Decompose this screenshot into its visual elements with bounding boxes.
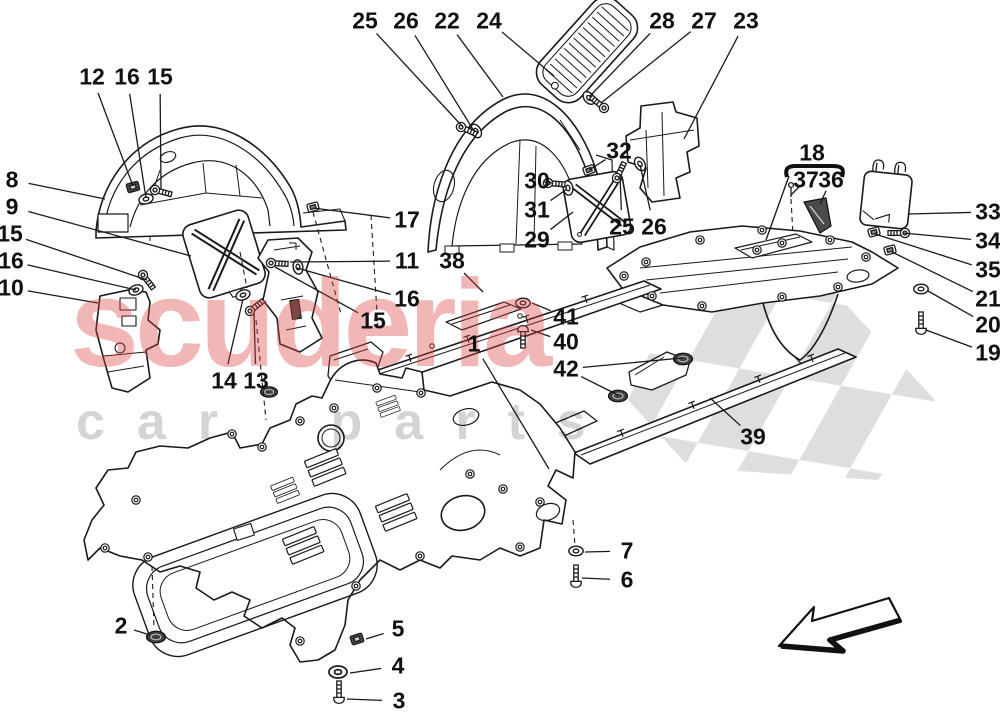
x-panel-right	[562, 170, 632, 244]
screw-3	[333, 680, 345, 705]
assembly-brace-18	[765, 164, 845, 241]
main-front-undertray	[83, 359, 576, 663]
grommet-42b	[672, 352, 694, 366]
grommet-2	[145, 630, 167, 644]
clip-5	[349, 632, 365, 646]
clip-35	[867, 226, 881, 238]
clip-21	[883, 244, 897, 256]
grommet-42a	[607, 389, 629, 403]
clip-17	[306, 201, 320, 213]
direction-arrow	[777, 596, 903, 654]
washer-20	[913, 283, 929, 295]
screw-6	[570, 564, 582, 589]
rear-flap-panel	[859, 159, 913, 230]
washer-7	[568, 545, 584, 557]
x-panel-left	[182, 209, 266, 299]
left-bracket	[95, 289, 161, 393]
center-bracket	[257, 237, 323, 353]
right-bracket	[625, 101, 700, 203]
bolt-13	[242, 296, 267, 319]
bolt-34	[887, 227, 911, 239]
washer-4	[328, 665, 348, 679]
screw-19	[915, 311, 927, 336]
pin-37	[787, 181, 795, 197]
washer-41	[515, 297, 531, 309]
